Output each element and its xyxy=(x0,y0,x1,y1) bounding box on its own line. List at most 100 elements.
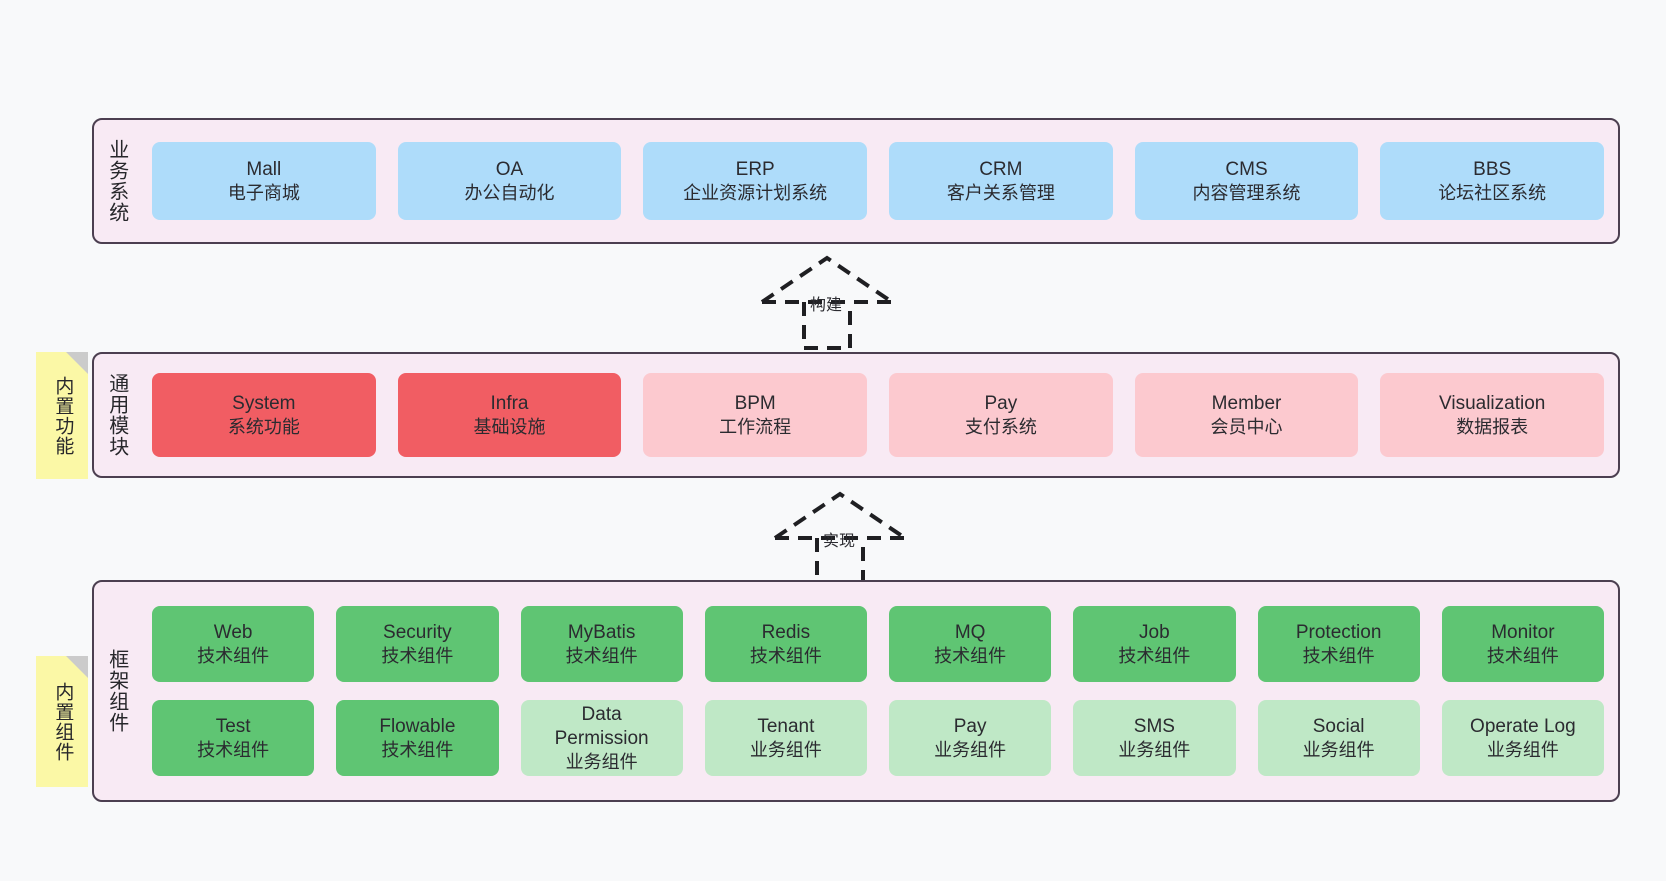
build-arrow-svg xyxy=(760,255,894,350)
module-box-tenant[interactable]: Tenant 业务组件 xyxy=(704,700,867,776)
module-box-erp[interactable]: ERP 企业资源计划系统 xyxy=(643,142,868,220)
module-title: Infra xyxy=(490,392,529,414)
module-subtitle: 数据报表 xyxy=(1456,416,1529,437)
module-box-member[interactable]: Member 会员中心 xyxy=(1134,373,1359,457)
module-subtitle: 技术组件 xyxy=(934,645,1007,666)
module-title: Security xyxy=(383,621,452,643)
build-arrow: 构建 xyxy=(752,252,908,350)
layer-common-modules: 通用模块 System 系统功能 Infra 基础设施 BPM 工作流程 Pay… xyxy=(92,352,1620,478)
module-box-security[interactable]: Security 技术组件 xyxy=(336,606,499,682)
module-title: OA xyxy=(495,158,524,180)
module-title: BPM xyxy=(734,392,776,414)
row-business-components: Test 技术组件 Flowable 技术组件 Data Permission … xyxy=(152,700,1604,776)
module-box-sms[interactable]: SMS 业务组件 xyxy=(1073,700,1236,776)
module-subtitle: 支付系统 xyxy=(964,416,1037,437)
module-subtitle: 电子商城 xyxy=(227,182,300,203)
module-title: Social xyxy=(1312,715,1365,737)
module-subtitle: 技术组件 xyxy=(1118,645,1191,666)
module-subtitle: 业务组件 xyxy=(1118,739,1191,760)
module-box-pay[interactable]: Pay 支付系统 xyxy=(889,373,1113,457)
row-business-systems: Mall 电子商城 OA 办公自动化 ERP 企业资源计划系统 CRM 客户关系… xyxy=(152,142,1605,220)
module-box-protection[interactable]: Protection 技术组件 xyxy=(1257,606,1420,682)
layer-label-business-systems: 业务系统 xyxy=(105,139,128,223)
module-subtitle: 会员中心 xyxy=(1210,416,1283,437)
module-title: Mall xyxy=(246,158,282,180)
builtin-components-note: 内置组件 xyxy=(36,656,88,787)
module-box-system[interactable]: System 系统功能 xyxy=(152,373,376,457)
module-box-visualization[interactable]: Visualization 数据报表 xyxy=(1380,373,1605,457)
module-subtitle: 技术组件 xyxy=(749,645,822,666)
module-subtitle: 技术组件 xyxy=(565,645,638,666)
module-title: Pay xyxy=(953,715,987,737)
module-box-mq[interactable]: MQ 技术组件 xyxy=(889,606,1052,682)
module-title: MQ xyxy=(954,621,986,643)
module-title: MyBatis xyxy=(567,621,636,643)
module-box-data-permission[interactable]: Data Permission 业务组件 xyxy=(520,700,683,776)
module-subtitle: 技术组件 xyxy=(381,645,454,666)
module-box-mall[interactable]: Mall 电子商城 xyxy=(152,142,376,220)
module-subtitle: 业务组件 xyxy=(565,751,638,772)
module-title: SMS xyxy=(1133,715,1175,737)
module-title: Protection xyxy=(1295,621,1382,643)
implement-arrow-svg xyxy=(773,491,907,586)
module-box-web[interactable]: Web 技术组件 xyxy=(152,606,315,682)
layer-body-common-modules: System 系统功能 Infra 基础设施 BPM 工作流程 Pay 支付系统… xyxy=(138,354,1618,476)
module-box-social[interactable]: Social 业务组件 xyxy=(1257,700,1420,776)
module-box-monitor[interactable]: Monitor 技术组件 xyxy=(1441,606,1604,682)
builtin-functions-note-text: 内置功能 xyxy=(52,375,74,456)
module-box-pay-component[interactable]: Pay 业务组件 xyxy=(889,700,1052,776)
module-title: ERP xyxy=(735,158,775,180)
module-title: CMS xyxy=(1225,158,1268,180)
module-title: CRM xyxy=(979,158,1023,180)
layer-label-framework-components: 框架组件 xyxy=(105,649,128,733)
module-box-mybatis[interactable]: MyBatis 技术组件 xyxy=(520,606,683,682)
module-subtitle: 业务组件 xyxy=(1486,739,1559,760)
module-title: Monitor xyxy=(1491,621,1555,643)
module-title: Tenant xyxy=(757,715,815,737)
module-title: Redis xyxy=(761,621,811,643)
module-box-oa[interactable]: OA 办公自动化 xyxy=(397,142,622,220)
module-box-bbs[interactable]: BBS 论坛社区系统 xyxy=(1380,142,1605,220)
module-box-cms[interactable]: CMS 内容管理系统 xyxy=(1134,142,1359,220)
module-subtitle: 系统功能 xyxy=(227,416,300,437)
module-title: BBS xyxy=(1473,158,1512,180)
layer-label-common-modules: 通用模块 xyxy=(105,373,128,457)
module-subtitle: 技术组件 xyxy=(1302,645,1375,666)
module-box-operate-log[interactable]: Operate Log 业务组件 xyxy=(1441,700,1604,776)
module-box-flowable[interactable]: Flowable 技术组件 xyxy=(336,700,499,776)
module-box-redis[interactable]: Redis 技术组件 xyxy=(704,606,867,682)
row-common-modules: System 系统功能 Infra 基础设施 BPM 工作流程 Pay 支付系统… xyxy=(152,373,1605,457)
module-subtitle: 技术组件 xyxy=(381,739,454,760)
module-subtitle: 企业资源计划系统 xyxy=(683,182,828,203)
module-box-job[interactable]: Job 技术组件 xyxy=(1073,606,1236,682)
module-subtitle: 基础设施 xyxy=(473,416,546,437)
module-box-infra[interactable]: Infra 基础设施 xyxy=(397,373,622,457)
module-box-bpm[interactable]: BPM 工作流程 xyxy=(643,373,868,457)
build-arrow-label: 构建 xyxy=(810,297,843,314)
module-title: Member xyxy=(1211,392,1282,414)
module-subtitle: 技术组件 xyxy=(197,645,270,666)
builtin-functions-note: 内置功能 xyxy=(36,352,88,479)
module-subtitle: 客户关系管理 xyxy=(946,182,1055,203)
module-subtitle: 业务组件 xyxy=(1302,739,1375,760)
module-subtitle: 工作流程 xyxy=(719,416,792,437)
layer-body-framework-components: Web 技术组件 Security 技术组件 MyBatis 技术组件 Redi… xyxy=(138,582,1618,800)
module-title: Web xyxy=(213,621,253,643)
module-title: Job xyxy=(1139,621,1170,643)
module-title: Flowable xyxy=(379,715,456,737)
module-subtitle: 业务组件 xyxy=(934,739,1007,760)
module-subtitle: 业务组件 xyxy=(749,739,822,760)
layer-framework-components: 框架组件 Web 技术组件 Security 技术组件 MyBatis 技术组件… xyxy=(92,580,1620,802)
module-box-crm[interactable]: CRM 客户关系管理 xyxy=(889,142,1113,220)
module-title: Test xyxy=(215,715,251,737)
implement-arrow-label: 实现 xyxy=(823,533,856,550)
implement-arrow: 实现 xyxy=(765,488,921,586)
module-title: System xyxy=(232,392,296,414)
module-box-test[interactable]: Test 技术组件 xyxy=(152,700,315,776)
builtin-components-note-text: 内置组件 xyxy=(52,681,74,762)
module-subtitle: 技术组件 xyxy=(197,739,270,760)
layer-business-systems: 业务系统 Mall 电子商城 OA 办公自动化 ERP 企业资源计划系统 CRM… xyxy=(92,118,1620,244)
module-subtitle: 论坛社区系统 xyxy=(1438,182,1547,203)
module-title: Data Permission xyxy=(554,703,649,749)
